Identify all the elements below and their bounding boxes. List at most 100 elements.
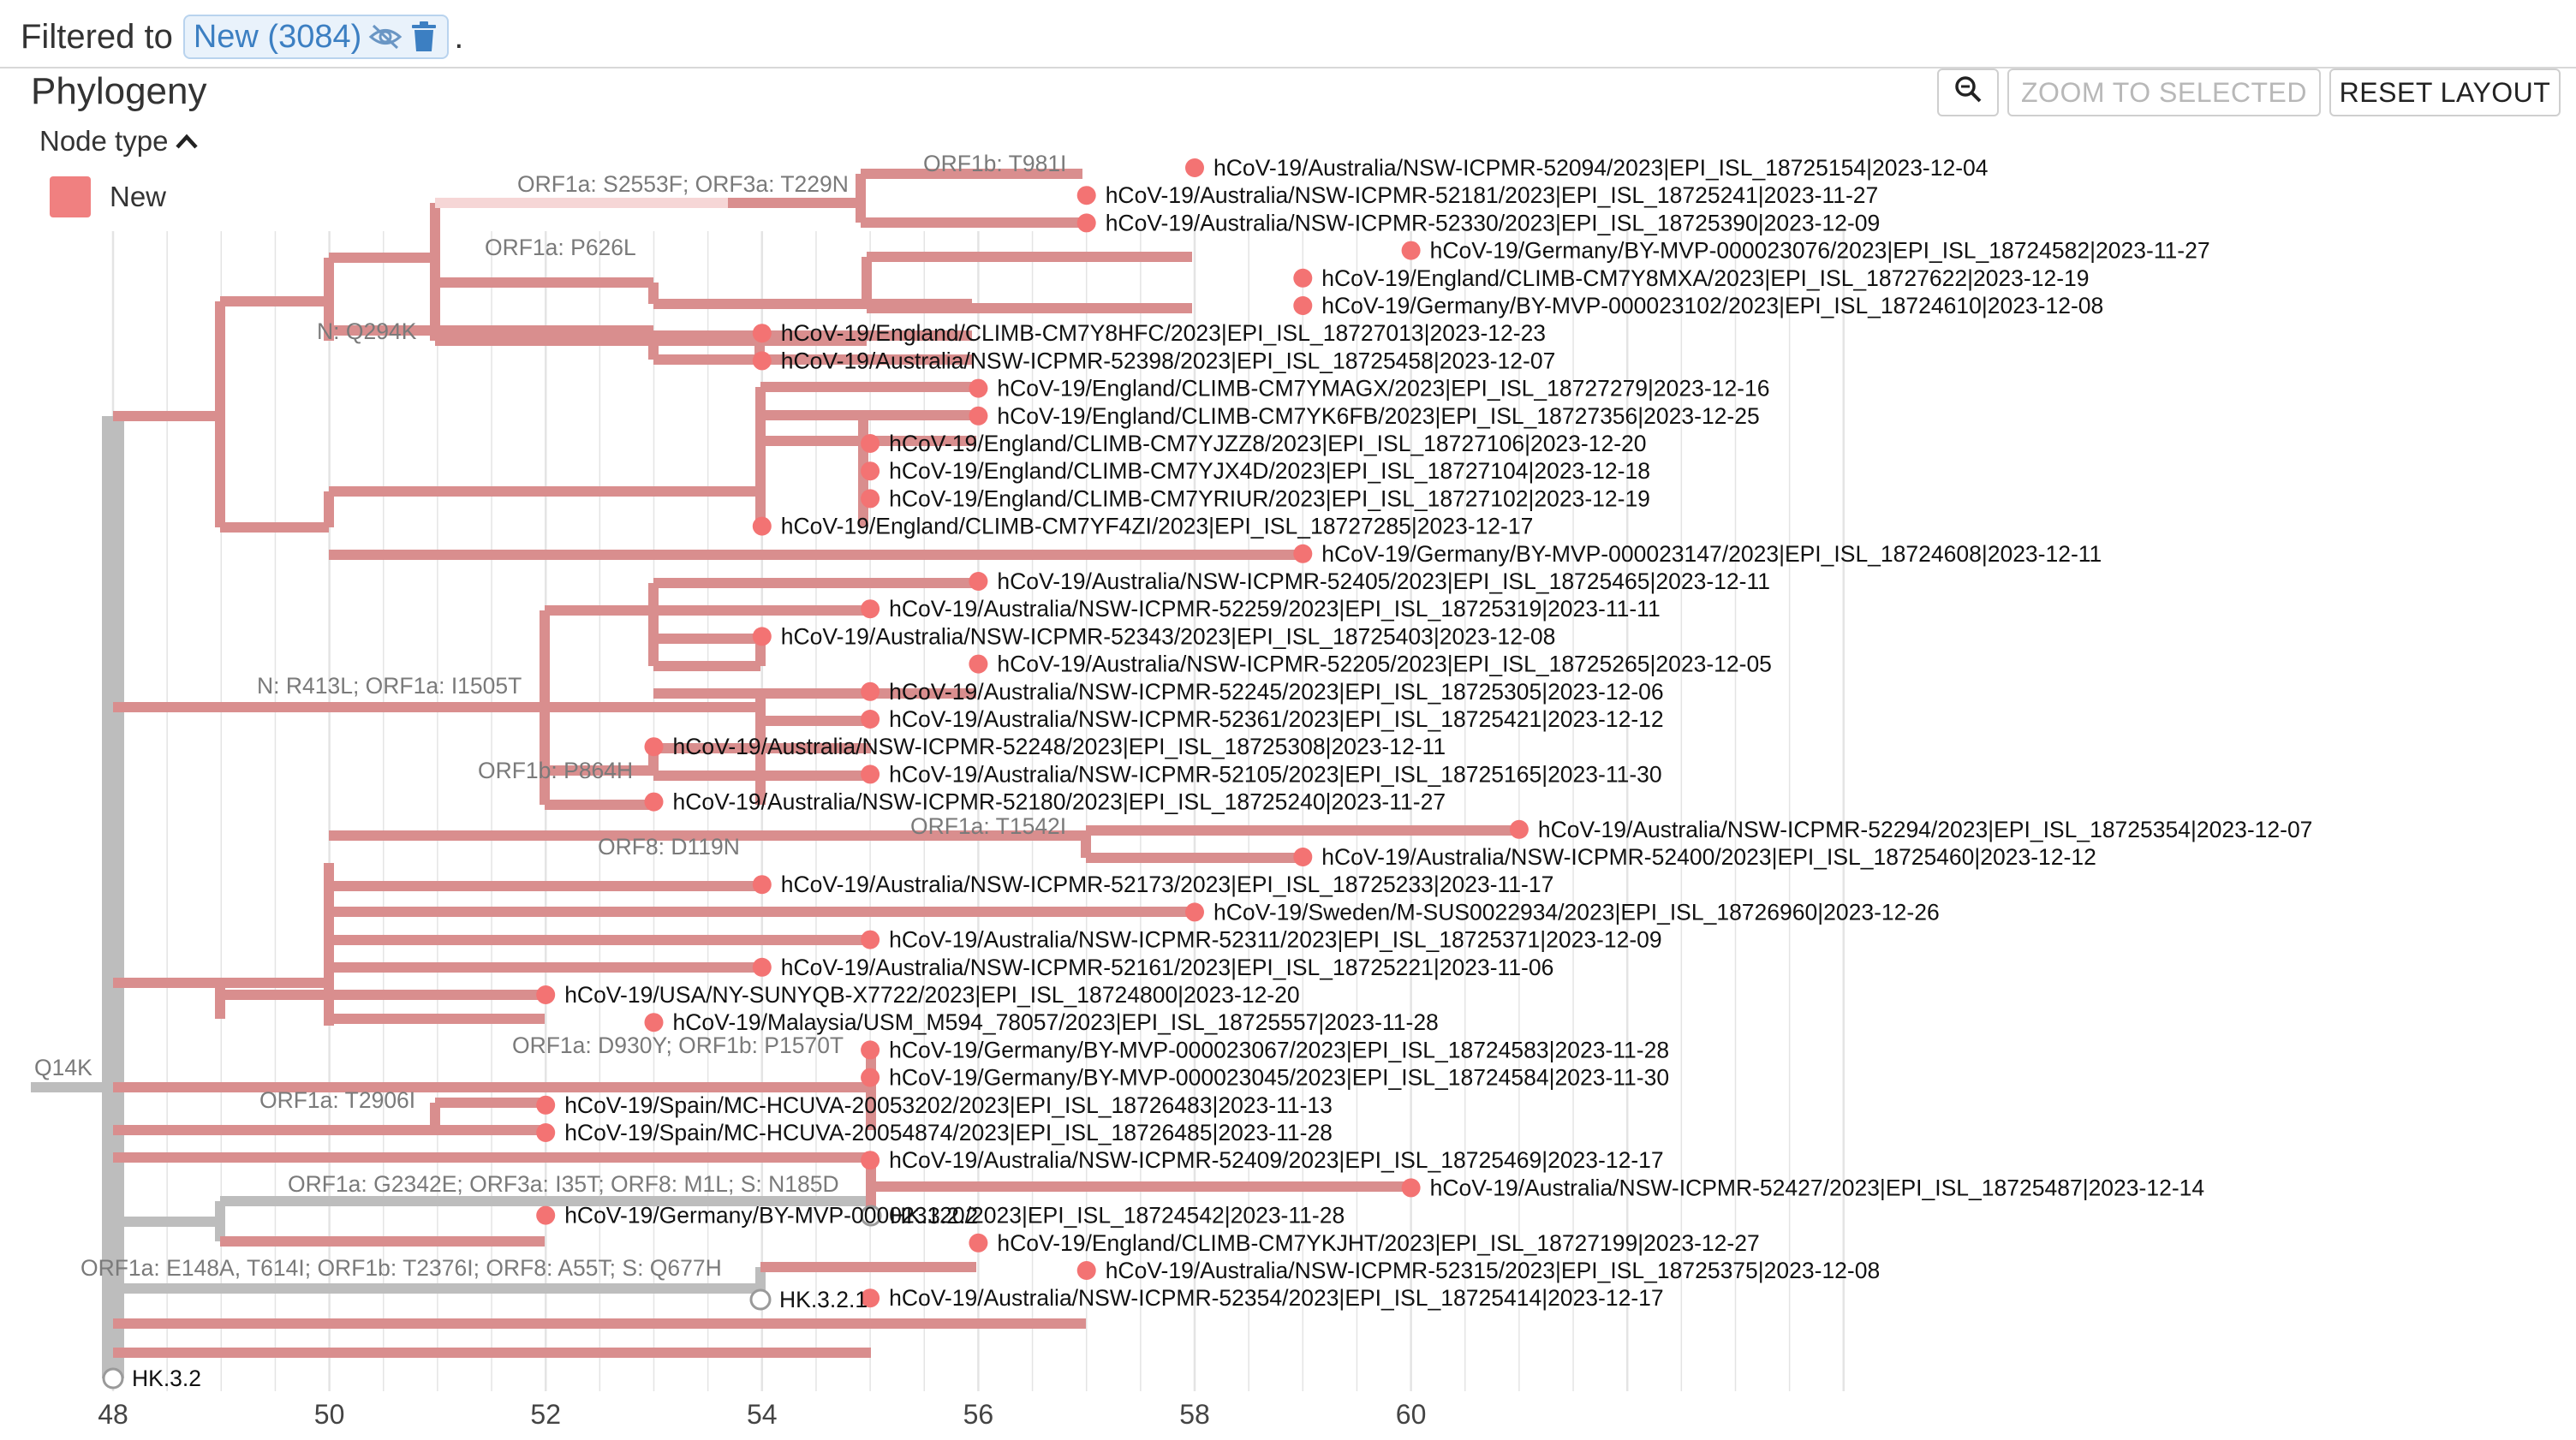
tip-label[interactable]: hCoV-19/England/CLIMB-CM7YKJHT/2023|EPI_… bbox=[997, 1230, 1759, 1256]
tip-node[interactable] bbox=[969, 654, 988, 674]
tip-node[interactable] bbox=[969, 378, 988, 398]
filter-chip[interactable]: New (3084) bbox=[182, 15, 450, 59]
tip-nodes[interactable] bbox=[102, 158, 1529, 1389]
tip-label[interactable]: hCoV-19/England/CLIMB-CM7YMAGX/2023|EPI_… bbox=[997, 376, 1769, 402]
tip-label[interactable]: hCoV-19/Australia/NSW-ICPMR-52330/2023|E… bbox=[1106, 210, 1881, 235]
tip-node[interactable] bbox=[861, 765, 880, 784]
tip-label[interactable]: hCoV-19/Australia/NSW-ICPMR-52181/2023|E… bbox=[1106, 182, 1879, 208]
tip-label[interactable]: hCoV-19/Germany/BY-MVP-000023045/2023|EP… bbox=[889, 1065, 1669, 1091]
tip-node[interactable] bbox=[536, 1095, 556, 1115]
tip-label[interactable]: hCoV-19/Australia/NSW-ICPMR-52245/2023|E… bbox=[889, 679, 1664, 705]
tip-label[interactable]: hCoV-19/Australia/NSW-ICPMR-52105/2023|E… bbox=[889, 761, 1662, 787]
tip-node[interactable] bbox=[752, 627, 772, 646]
tip-label[interactable]: hCoV-19/Australia/NSW-ICPMR-52161/2023|E… bbox=[781, 955, 1554, 980]
tip-node[interactable] bbox=[861, 489, 880, 509]
tip-node[interactable] bbox=[752, 957, 772, 977]
tip-node[interactable] bbox=[752, 351, 772, 371]
tip-label[interactable]: hCoV-19/Australia/NSW-ICPMR-52248/2023|E… bbox=[673, 734, 1446, 759]
tip-node[interactable] bbox=[1293, 296, 1313, 315]
tip-label[interactable]: hCoV-19/Australia/NSW-ICPMR-52315/2023|E… bbox=[1106, 1258, 1881, 1283]
tip-label[interactable]: hCoV-19/Australia/NSW-ICPMR-52398/2023|E… bbox=[781, 348, 1556, 373]
tip-node[interactable] bbox=[861, 681, 880, 701]
tip-node[interactable] bbox=[644, 792, 664, 812]
tip-label[interactable]: hCoV-19/Australia/NSW-ICPMR-52405/2023|E… bbox=[997, 568, 1770, 594]
reference-node[interactable] bbox=[749, 1288, 772, 1311]
zoom-button[interactable] bbox=[1937, 68, 1999, 116]
tip-label[interactable]: hCoV-19/Australia/NSW-ICPMR-52259/2023|E… bbox=[889, 596, 1661, 622]
tip-label[interactable]: hCoV-19/Australia/NSW-ICPMR-52205/2023|E… bbox=[997, 652, 1772, 677]
tip-node[interactable] bbox=[1076, 186, 1096, 205]
tip-label[interactable]: hCoV-19/England/CLIMB-CM7YJZZ8/2023|EPI_… bbox=[889, 431, 1646, 456]
tip-label[interactable]: hCoV-19/Malaysia/USM_M594_78057/2023|EPI… bbox=[673, 1009, 1439, 1035]
tip-node[interactable] bbox=[1293, 268, 1313, 288]
tip-node[interactable] bbox=[1185, 158, 1204, 177]
tip-label[interactable]: hCoV-19/Australia/NSW-ICPMR-52361/2023|E… bbox=[889, 706, 1664, 732]
tip-label[interactable]: hCoV-19/Germany/BY-MVP-000023102/2023|EP… bbox=[1321, 293, 2103, 318]
tip-node[interactable] bbox=[1509, 819, 1529, 839]
tip-label[interactable]: hCoV-19/Germany/BY-MVP-000023067/2023|EP… bbox=[889, 1037, 1669, 1062]
legend-title[interactable]: Node type bbox=[39, 125, 169, 157]
tip-node[interactable] bbox=[1076, 213, 1096, 233]
tip-label[interactable]: hCoV-19/Germany/BY-MVP-000023120/2023|EP… bbox=[564, 1203, 1345, 1229]
tip-node[interactable] bbox=[861, 1288, 880, 1308]
tip-node[interactable] bbox=[1076, 1261, 1096, 1280]
tip-node[interactable] bbox=[969, 572, 988, 591]
reset-layout-button[interactable]: RESET LAYOUT bbox=[2329, 68, 2561, 116]
tip-node[interactable] bbox=[644, 1013, 664, 1032]
tip-node[interactable] bbox=[861, 434, 880, 453]
tip-node[interactable] bbox=[861, 461, 880, 481]
tip-node[interactable] bbox=[861, 710, 880, 729]
tip-node[interactable] bbox=[536, 1205, 556, 1225]
tip-label[interactable]: hCoV-19/England/CLIMB-CM7YF4ZI/2023|EPI_… bbox=[781, 514, 1534, 539]
tip-node[interactable] bbox=[1293, 544, 1313, 563]
tip-node[interactable] bbox=[861, 930, 880, 949]
tip-label[interactable]: hCoV-19/USA/NY-SUNYQB-X7722/2023|EPI_ISL… bbox=[564, 982, 1299, 1008]
tip-node[interactable] bbox=[861, 1068, 880, 1087]
tip-label[interactable]: hCoV-19/Spain/MC-HCUVA-20054874/2023|EPI… bbox=[564, 1120, 1333, 1145]
zoom-to-selected-button[interactable]: ZOOM TO SELECTED bbox=[2007, 68, 2321, 116]
tip-label[interactable]: hCoV-19/Australia/NSW-ICPMR-52294/2023|E… bbox=[1538, 817, 2313, 842]
tip-label[interactable]: hCoV-19/Australia/NSW-ICPMR-52173/2023|E… bbox=[781, 872, 1554, 897]
tip-node[interactable] bbox=[1293, 848, 1313, 866]
eye-slash-icon[interactable] bbox=[368, 22, 402, 51]
tip-node[interactable] bbox=[536, 985, 556, 1004]
tip-label[interactable]: hCoV-19/Spain/MC-HCUVA-20053202/2023|EPI… bbox=[564, 1092, 1333, 1118]
tip-node[interactable] bbox=[536, 1123, 556, 1142]
tip-node[interactable] bbox=[969, 1233, 988, 1253]
tip-node[interactable] bbox=[861, 1151, 880, 1170]
tip-node[interactable] bbox=[1401, 1178, 1421, 1198]
tip-node[interactable] bbox=[969, 406, 988, 425]
tip-label[interactable]: hCoV-19/Australia/NSW-ICPMR-52427/2023|E… bbox=[1430, 1175, 2205, 1200]
reference-node[interactable] bbox=[860, 1205, 882, 1227]
tip-label[interactable]: hCoV-19/Australia/NSW-ICPMR-52400/2023|E… bbox=[1321, 844, 2096, 870]
tip-label[interactable]: hCoV-19/Germany/BY-MVP-000023076/2023|EP… bbox=[1430, 238, 2210, 264]
tip-label[interactable]: hCoV-19/England/CLIMB-CM7YRIUR/2023|EPI_… bbox=[889, 485, 1650, 511]
tip-node[interactable] bbox=[752, 875, 772, 895]
tip-label[interactable]: hCoV-19/Australia/NSW-ICPMR-52311/2023|E… bbox=[889, 927, 1662, 953]
tip-label[interactable]: hCoV-19/Australia/NSW-ICPMR-52094/2023|E… bbox=[1213, 155, 1989, 181]
tip-node[interactable] bbox=[1401, 241, 1421, 260]
reference-node[interactable] bbox=[102, 1367, 124, 1389]
chevron-up-icon[interactable] bbox=[175, 125, 199, 158]
tip-label[interactable]: hCoV-19/Australia/NSW-ICPMR-52409/2023|E… bbox=[889, 1147, 1664, 1173]
tip-label[interactable]: hCoV-19/England/CLIMB-CM7YK6FB/2023|EPI_… bbox=[997, 403, 1759, 429]
magnifier-icon[interactable] bbox=[1953, 74, 1983, 110]
tip-label[interactable]: hCoV-19/Germany/BY-MVP-000023147/2023|EP… bbox=[1321, 541, 2102, 567]
tip-node[interactable] bbox=[752, 324, 772, 343]
tip-label[interactable]: hCoV-19/Australia/NSW-ICPMR-52354/2023|E… bbox=[889, 1285, 1664, 1311]
tip-label[interactable]: hCoV-19/Australia/NSW-ICPMR-52343/2023|E… bbox=[781, 623, 1556, 649]
tip-node[interactable] bbox=[752, 516, 772, 536]
tip-node[interactable] bbox=[861, 1040, 880, 1060]
tip-label[interactable]: hCoV-19/England/CLIMB-CM7Y8MXA/2023|EPI_… bbox=[1321, 265, 2089, 291]
tip-node[interactable] bbox=[861, 599, 880, 619]
tip-node[interactable] bbox=[644, 737, 664, 757]
legend-toggle[interactable]: Node type bbox=[39, 125, 199, 158]
tip-label[interactable]: hCoV-19/England/CLIMB-CM7YJX4D/2023|EPI_… bbox=[889, 458, 1650, 484]
tip-node[interactable] bbox=[1185, 902, 1204, 922]
filter-chip-label[interactable]: New (3084) bbox=[193, 18, 362, 55]
tip-label[interactable]: hCoV-19/Australia/NSW-ICPMR-52180/2023|E… bbox=[673, 789, 1446, 815]
trash-icon[interactable] bbox=[409, 21, 438, 53]
tip-label[interactable]: hCoV-19/England/CLIMB-CM7Y8HFC/2023|EPI_… bbox=[781, 320, 1546, 346]
tip-label[interactable]: hCoV-19/Sweden/M-SUS0022934/2023|EPI_ISL… bbox=[1213, 899, 1940, 925]
